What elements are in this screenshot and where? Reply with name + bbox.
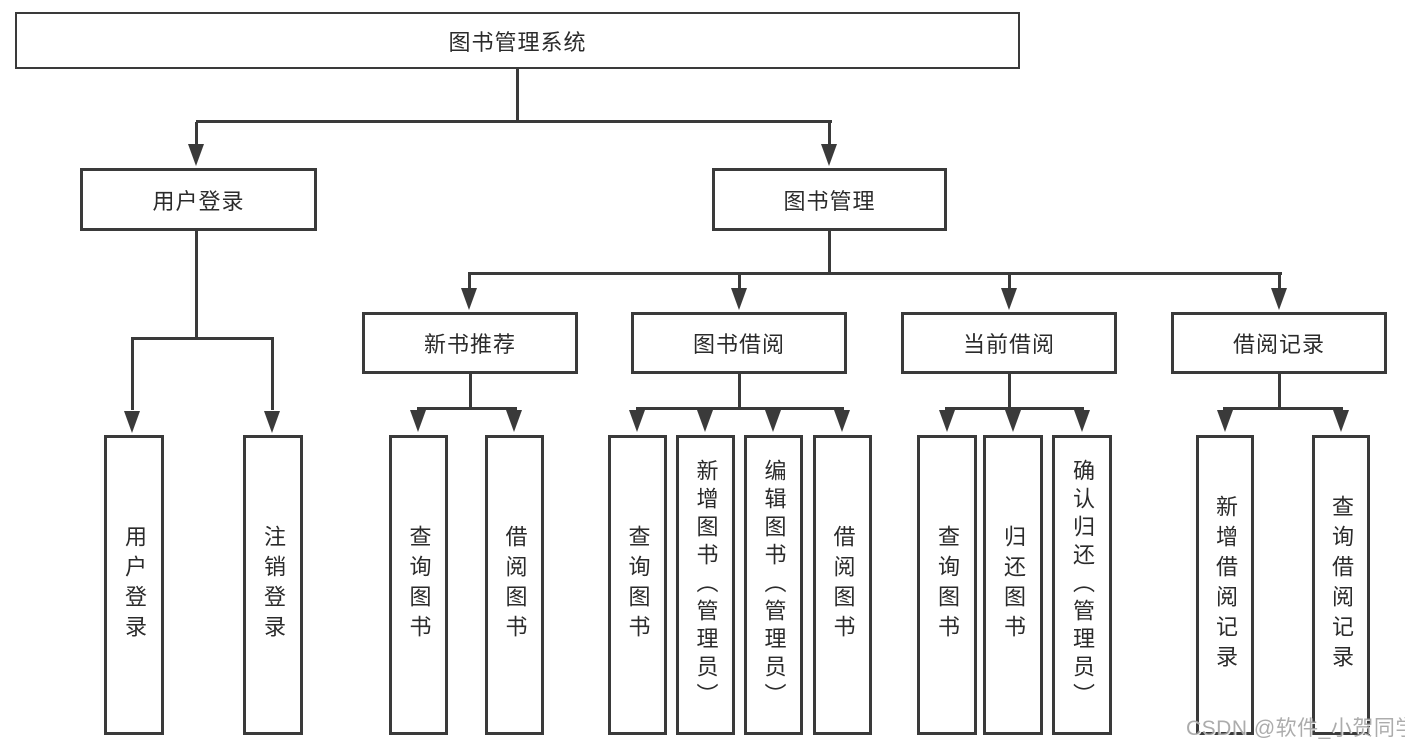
leaf-query-books-borrow-label: 查询图书	[625, 525, 651, 645]
arrow-down-icon	[188, 144, 204, 166]
connector-drop-leaf-logout	[271, 340, 274, 410]
connector-drop-book-borrow	[738, 275, 741, 289]
arrow-down-icon	[697, 410, 713, 432]
leaf-query-borrow-record: 查询借阅记录	[1312, 435, 1370, 735]
arrow-down-icon	[506, 410, 522, 432]
leaf-return-books: 归还图书	[983, 435, 1043, 735]
leaf-query-books-recommend: 查询图书	[389, 435, 448, 735]
node-user-login-label: 用户登录	[152, 188, 245, 214]
leaf-borrow-books-borrow-label: 借阅图书	[830, 525, 856, 645]
arrow-down-icon	[731, 288, 747, 310]
csdn-watermark: CSDN @软件_小贺同学	[1186, 717, 1405, 740]
leaf-logout: 注销登录	[243, 435, 303, 735]
arrow-down-icon	[1271, 288, 1287, 310]
arrow-down-icon	[1001, 288, 1017, 310]
connector-new-book-stem	[469, 374, 472, 407]
leaf-add-borrow-record-label: 新增借阅记录	[1213, 495, 1238, 675]
node-borrow-records-label: 借阅记录	[1232, 332, 1325, 357]
node-borrow-records: 借阅记录	[1171, 312, 1387, 374]
leaf-query-books-current-label: 查询图书	[935, 525, 960, 645]
leaf-borrow-books-recommend: 借阅图书	[485, 435, 544, 735]
arrow-down-icon	[629, 410, 645, 432]
leaf-query-borrow-record-label: 查询借阅记录	[1329, 495, 1354, 675]
node-new-book-recommend-label: 新书推荐	[423, 332, 516, 357]
node-library-system: 图书管理系统	[15, 12, 1020, 69]
arrow-down-icon	[834, 410, 850, 432]
connector-book-borrow-rail	[636, 407, 844, 410]
connector-drop-borrow-records	[1278, 275, 1281, 289]
connector-level1-rail	[196, 120, 832, 123]
connector-drop-book-mgmt	[828, 122, 831, 146]
arrow-down-icon	[765, 410, 781, 432]
node-user-login: 用户登录	[80, 168, 317, 231]
leaf-logout-label: 注销登录	[261, 525, 286, 645]
leaf-query-books-borrow: 查询图书	[608, 435, 667, 735]
arrow-down-icon	[461, 288, 477, 310]
arrow-down-icon	[821, 144, 837, 166]
leaf-query-books-current: 查询图书	[917, 435, 977, 735]
node-book-management-label: 图书管理	[783, 188, 876, 214]
arrow-down-icon	[939, 410, 955, 432]
connector-root-stem	[516, 69, 519, 120]
connector-drop-current-borrow	[1008, 275, 1011, 289]
node-book-borrow: 图书借阅	[631, 312, 847, 374]
arrow-down-icon	[264, 411, 280, 433]
node-library-system-label: 图书管理系统	[448, 29, 587, 55]
leaf-confirm-return-admin: 确认归还（管理员）	[1052, 435, 1112, 735]
connector-drop-new-book	[468, 275, 471, 289]
leaf-user-login: 用户登录	[104, 435, 164, 735]
connector-drop-user-login	[195, 122, 198, 146]
connector-book-mgmt-stem	[828, 231, 831, 272]
connector-book-borrow-stem	[738, 374, 741, 407]
leaf-borrow-books-recommend-label: 借阅图书	[502, 525, 528, 645]
leaf-return-books-label: 归还图书	[1001, 525, 1026, 645]
connector-book-mgmt-rail	[468, 272, 1282, 275]
arrow-down-icon	[1217, 410, 1233, 432]
connector-borrow-records-rail	[1223, 407, 1343, 410]
arrow-down-icon	[1005, 410, 1021, 432]
leaf-query-books-recommend-label: 查询图书	[406, 525, 432, 645]
arrow-down-icon	[410, 410, 426, 432]
node-book-borrow-label: 图书借阅	[692, 332, 785, 357]
node-new-book-recommend: 新书推荐	[362, 312, 578, 374]
node-book-management: 图书管理	[712, 168, 947, 231]
node-current-borrow: 当前借阅	[901, 312, 1117, 374]
connector-new-book-rail	[417, 407, 517, 410]
leaf-add-book-admin-label: 新增图书（管理员）	[693, 459, 719, 711]
leaf-user-login-label: 用户登录	[122, 525, 147, 645]
leaf-edit-book-admin: 编辑图书（管理员）	[744, 435, 803, 735]
node-current-borrow-label: 当前借阅	[962, 332, 1055, 357]
arrow-down-icon	[1333, 410, 1349, 432]
arrow-down-icon	[124, 411, 140, 433]
connector-current-borrow-stem	[1008, 374, 1011, 407]
connector-drop-leaf-user-login	[131, 340, 134, 410]
connector-borrow-records-stem	[1278, 374, 1281, 407]
connector-user-login-stem	[195, 231, 198, 337]
arrow-down-icon	[1074, 410, 1090, 432]
connector-user-login-rail	[131, 337, 274, 340]
connector-current-borrow-rail	[945, 407, 1084, 410]
leaf-edit-book-admin-label: 编辑图书（管理员）	[761, 459, 787, 711]
leaf-add-borrow-record: 新增借阅记录	[1196, 435, 1254, 735]
leaf-borrow-books-borrow: 借阅图书	[813, 435, 872, 735]
leaf-confirm-return-admin-label: 确认归还（管理员）	[1070, 459, 1095, 711]
leaf-add-book-admin: 新增图书（管理员）	[676, 435, 735, 735]
